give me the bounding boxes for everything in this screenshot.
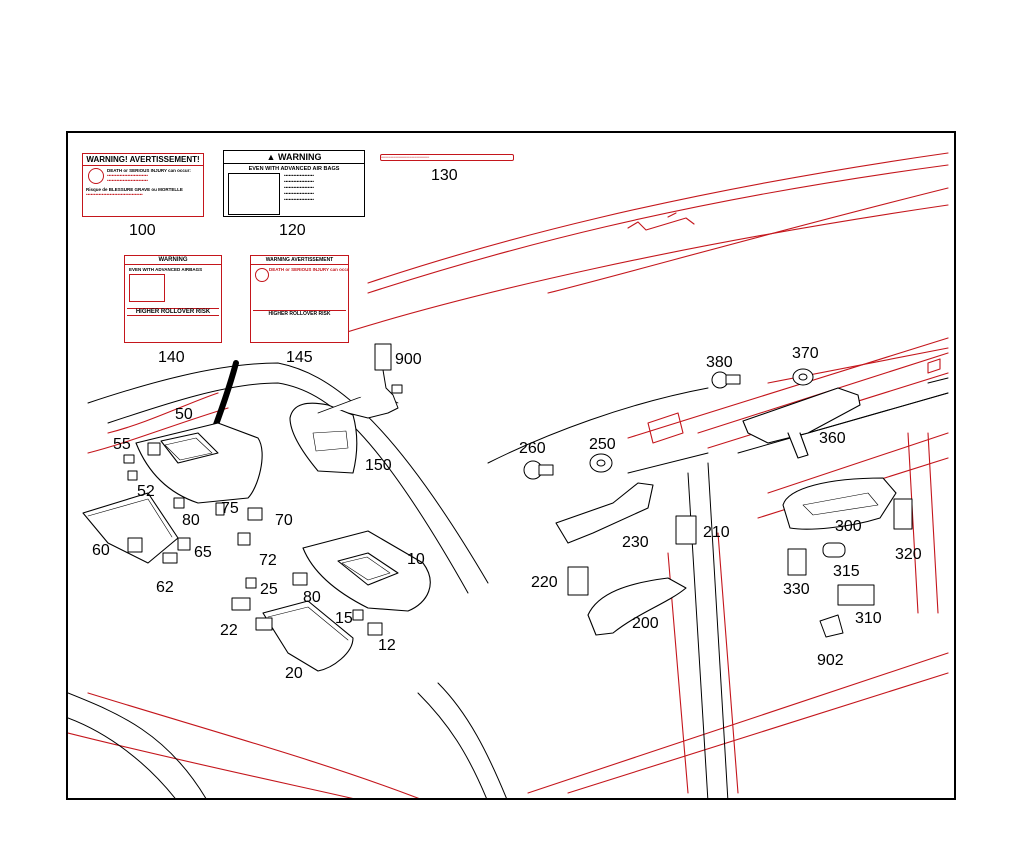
callout-220: 220 — [531, 574, 558, 591]
callout-210: 210 — [703, 524, 730, 541]
callout-12: 12 — [378, 637, 396, 654]
label-140-line2: HIGHER ROLLOVER RISK — [127, 308, 219, 316]
callout-310: 310 — [855, 610, 882, 627]
callout-25: 25 — [260, 581, 278, 598]
label-145-line1: DEATH or SERIOUS INJURY can occur — [269, 267, 349, 272]
callout-370: 370 — [792, 345, 819, 362]
callout-55: 55 — [113, 436, 131, 453]
label-145-line2: HIGHER ROLLOVER RISK — [253, 310, 346, 317]
callout-380: 380 — [706, 354, 733, 371]
callout-902: 902 — [817, 652, 844, 669]
label-100-icon — [88, 168, 104, 184]
label-120-line1: EVEN WITH ADVANCED AIR BAGS — [248, 166, 340, 172]
callout-62: 62 — [156, 579, 174, 596]
callout-315: 315 — [833, 563, 860, 580]
exploded-view-drawing — [68, 152, 949, 798]
callout-300: 300 — [835, 518, 862, 535]
label-100-header: WARNING! AVERTISSEMENT! — [83, 154, 203, 166]
sun-visor-10 — [302, 530, 431, 612]
callout-200: 200 — [632, 615, 659, 632]
callout-140: 140 — [158, 349, 185, 366]
strip-label-130: ••••••••••••••••••••••••••••••••••••••••… — [380, 154, 514, 161]
callout-10: 10 — [407, 551, 425, 568]
switch-320 — [893, 498, 913, 530]
switch-310 — [837, 584, 875, 606]
callout-50: 50 — [175, 406, 193, 423]
bracket-230 — [555, 482, 654, 544]
callout-320: 320 — [895, 546, 922, 563]
callout-70: 70 — [275, 512, 293, 529]
label-120-header: ▲ WARNING — [224, 151, 364, 164]
callout-65: 65 — [194, 544, 212, 561]
bolt-380 — [711, 371, 741, 389]
callout-60: 60 — [92, 542, 110, 559]
label-100-line1: DEATH or SERIOUS INJURY can occur: — [107, 168, 191, 173]
nut-250 — [589, 453, 613, 473]
visor-clips — [123, 442, 383, 636]
callout-330: 330 — [783, 581, 810, 598]
callout-52: 52 — [137, 483, 155, 500]
callout-230: 230 — [622, 534, 649, 551]
sun-visor-60 — [82, 492, 179, 564]
callout-150: 150 — [365, 457, 392, 474]
grab-handle-200 — [587, 577, 687, 636]
nut-370 — [792, 368, 814, 386]
callout-72: 72 — [259, 552, 277, 569]
label-145-icon — [255, 268, 269, 282]
warning-label-145: WARNING AVERTISSEMENT DEATH or SERIOUS I… — [250, 255, 349, 343]
callout-80a: 80 — [182, 512, 200, 529]
callout-120: 120 — [279, 222, 306, 239]
callout-20: 20 — [285, 665, 303, 682]
overhead-console-300 — [782, 477, 897, 530]
sun-visor-20 — [262, 600, 354, 672]
bolt-260 — [523, 460, 554, 480]
sun-visor-50 — [135, 422, 263, 504]
clip-220 — [567, 566, 589, 596]
callout-15: 15 — [335, 610, 353, 627]
leader-arrow — [210, 360, 239, 436]
callout-900: 900 — [395, 351, 422, 368]
label-100-line2: Risque de BLESSURE GRAVE ou MORTELLE — [86, 187, 183, 192]
callout-130: 130 — [431, 167, 458, 184]
callout-22: 22 — [220, 622, 238, 639]
clip-210 — [675, 515, 697, 545]
callout-260: 260 — [519, 440, 546, 457]
label-902 — [819, 614, 844, 638]
roof-outline — [68, 152, 949, 798]
warning-label-140: WARNING EVEN WITH ADVANCED AIRBAGS HIGHE… — [124, 255, 222, 343]
wiring-harness-900 — [347, 343, 403, 419]
bracket-360 — [742, 387, 861, 459]
label-120-pictogram — [228, 173, 280, 215]
label-145-header: WARNING AVERTISSEMENT — [251, 256, 348, 265]
label-140-pictogram — [129, 274, 165, 302]
callout-145: 145 — [286, 349, 313, 366]
callout-100: 100 — [129, 222, 156, 239]
callout-360: 360 — [819, 430, 846, 447]
label-140-line1: EVEN WITH ADVANCED AIRBAGS — [129, 267, 203, 272]
lamp-holder-330 — [787, 548, 807, 576]
interior-outline — [68, 362, 949, 798]
warning-label-100: WARNING! AVERTISSEMENT! DEATH or SERIOUS… — [82, 153, 204, 217]
callout-80b: 80 — [303, 589, 321, 606]
bulb-315 — [822, 542, 846, 558]
callout-250: 250 — [589, 436, 616, 453]
callout-75: 75 — [221, 500, 239, 517]
diagram-frame: WARNING! AVERTISSEMENT! DEATH or SERIOUS… — [66, 131, 956, 800]
label-140-header: WARNING — [125, 256, 221, 265]
warning-label-120: ▲ WARNING EVEN WITH ADVANCED AIR BAGS ••… — [223, 150, 365, 217]
